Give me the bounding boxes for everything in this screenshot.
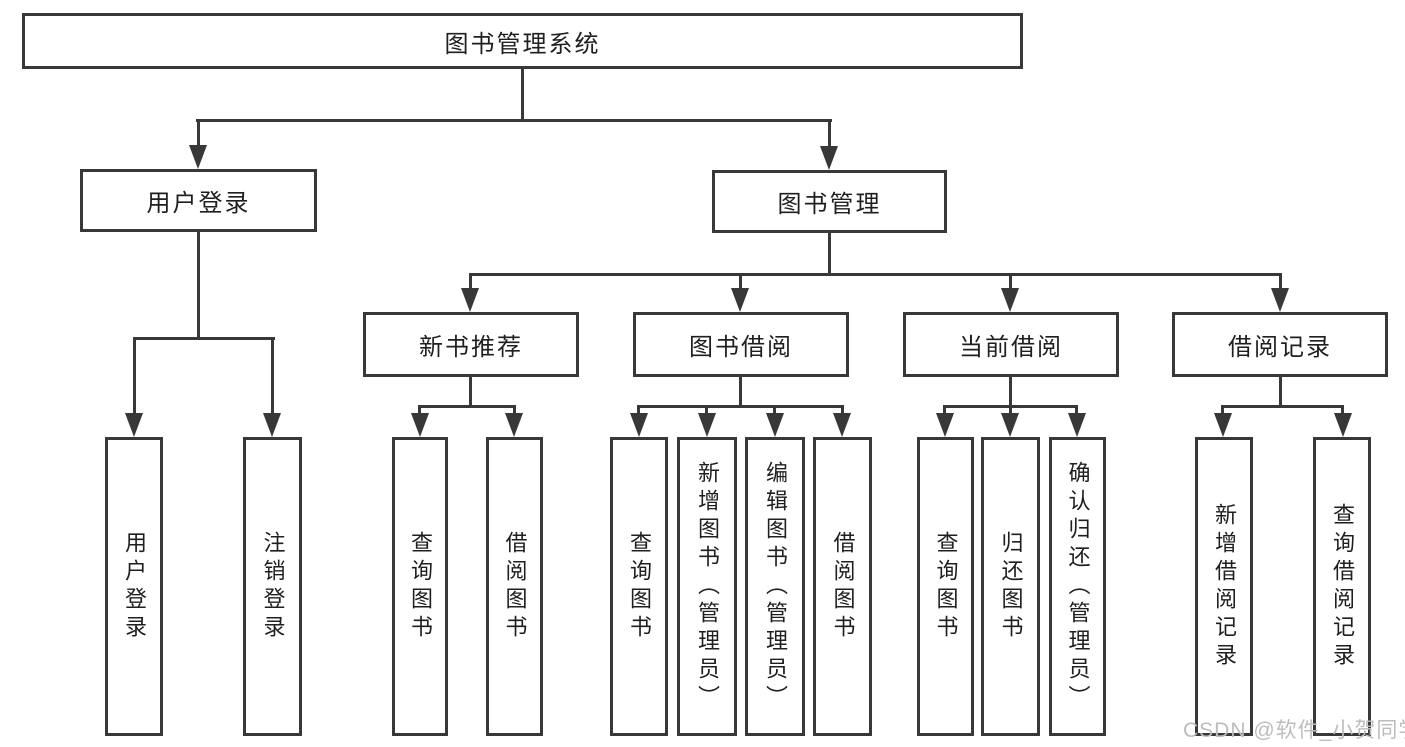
node-label: 图书管理 xyxy=(777,191,882,218)
node-label: 新增借阅记录 xyxy=(1212,502,1237,671)
connector-line xyxy=(469,273,1282,276)
leaf-return-books: 归还图书 xyxy=(981,437,1040,736)
leaf-confirm-return-admin: 确认归还（管理员） xyxy=(1049,437,1106,736)
connector-line xyxy=(133,337,136,415)
node-label: 归还图书 xyxy=(998,530,1024,643)
connector-line xyxy=(1009,273,1012,290)
node-label: 确认归还（管理员） xyxy=(1065,460,1091,713)
arrowhead-icon xyxy=(1214,413,1232,437)
node-label: 借阅图书 xyxy=(830,530,856,643)
connector-line xyxy=(1279,377,1282,407)
connector-line xyxy=(513,405,516,415)
node-label: 注销登录 xyxy=(260,530,286,643)
connector-line xyxy=(1075,405,1078,415)
connector-line xyxy=(828,119,831,148)
connector-line xyxy=(1009,377,1012,407)
csdn-watermark: CSDN @软件_小贺同学 xyxy=(1183,719,1405,742)
arrowhead-icon xyxy=(936,413,954,437)
node-label: 新书推荐 xyxy=(419,334,523,361)
leaf-query-books-recommend: 查询图书 xyxy=(392,437,448,736)
arrowhead-icon xyxy=(1271,288,1289,312)
connector-line xyxy=(418,405,421,415)
connector-line xyxy=(1009,405,1012,415)
connector-line xyxy=(133,337,275,340)
leaf-add-books-admin: 新增图书（管理员） xyxy=(677,437,737,736)
node-new-book-recommendation: 新书推荐 xyxy=(363,312,579,377)
arrowhead-icon xyxy=(820,146,838,170)
connector-line xyxy=(197,119,200,147)
connector-line xyxy=(773,405,776,415)
node-current-borrowing: 当前借阅 xyxy=(903,312,1119,377)
arrowhead-icon xyxy=(731,288,749,312)
node-borrowing-records: 借阅记录 xyxy=(1172,312,1388,377)
leaf-add-borrow-record: 新增借阅记录 xyxy=(1195,437,1253,736)
leaf-user-login: 用户登录 xyxy=(105,437,163,736)
node-library-management-system: 图书管理系统 xyxy=(22,13,1023,69)
arrowhead-icon xyxy=(1068,413,1086,437)
node-label: 查询图书 xyxy=(933,530,959,643)
leaf-logout: 注销登录 xyxy=(243,437,302,736)
connector-line xyxy=(521,69,524,119)
leaf-edit-books-admin: 编辑图书（管理员） xyxy=(745,437,805,736)
arrowhead-icon xyxy=(766,413,784,437)
connector-line xyxy=(418,405,516,408)
node-label: 编辑图书（管理员） xyxy=(763,460,788,713)
node-label: 查询图书 xyxy=(627,530,652,643)
connector-line xyxy=(828,233,831,273)
node-label: 用户登录 xyxy=(122,530,147,643)
connector-line xyxy=(469,273,472,290)
arrowhead-icon xyxy=(1001,413,1019,437)
node-label: 图书管理系统 xyxy=(444,30,601,58)
node-book-borrowing: 图书借阅 xyxy=(633,312,849,377)
arrowhead-icon xyxy=(263,413,281,437)
connector-line xyxy=(1279,273,1282,290)
connector-line xyxy=(841,405,844,415)
node-label: 用户登录 xyxy=(146,190,251,217)
leaf-borrow-books-borrowing: 借阅图书 xyxy=(813,437,872,736)
connector-line xyxy=(271,337,274,415)
connector-line xyxy=(943,405,946,415)
connector-line xyxy=(197,232,200,337)
arrowhead-icon xyxy=(189,145,207,169)
arrowhead-icon xyxy=(1334,413,1352,437)
node-label: 图书借阅 xyxy=(689,334,793,361)
arrowhead-icon xyxy=(461,288,479,312)
node-label: 当前借阅 xyxy=(959,334,1063,361)
node-label: 借阅记录 xyxy=(1228,334,1332,361)
connector-line xyxy=(637,405,844,408)
node-label: 新增图书（管理员） xyxy=(695,460,720,713)
arrowhead-icon xyxy=(505,413,523,437)
connector-line xyxy=(1341,405,1344,415)
arrowhead-icon xyxy=(833,413,851,437)
arrowhead-icon xyxy=(630,413,648,437)
arrowhead-icon xyxy=(411,413,429,437)
arrowhead-icon xyxy=(125,413,143,437)
arrowhead-icon xyxy=(698,413,716,437)
connector-line xyxy=(1221,405,1224,415)
connector-line xyxy=(469,377,472,407)
node-user-login-branch: 用户登录 xyxy=(80,169,317,232)
connector-line xyxy=(705,405,708,415)
node-book-management-branch: 图书管理 xyxy=(712,170,947,233)
connector-line xyxy=(739,377,742,407)
connector-line xyxy=(739,273,742,290)
arrowhead-icon xyxy=(1001,288,1019,312)
leaf-query-books-borrowing: 查询图书 xyxy=(610,437,668,736)
node-label: 查询图书 xyxy=(408,530,433,643)
leaf-query-books-current: 查询图书 xyxy=(917,437,974,736)
leaf-borrow-books-recommend: 借阅图书 xyxy=(486,437,543,736)
connector-line xyxy=(196,119,832,122)
connector-line xyxy=(1221,405,1344,408)
node-label: 查询借阅记录 xyxy=(1330,502,1355,671)
connector-line xyxy=(637,405,640,415)
node-label: 借阅图书 xyxy=(502,530,528,643)
leaf-query-borrow-record: 查询借阅记录 xyxy=(1313,437,1371,736)
